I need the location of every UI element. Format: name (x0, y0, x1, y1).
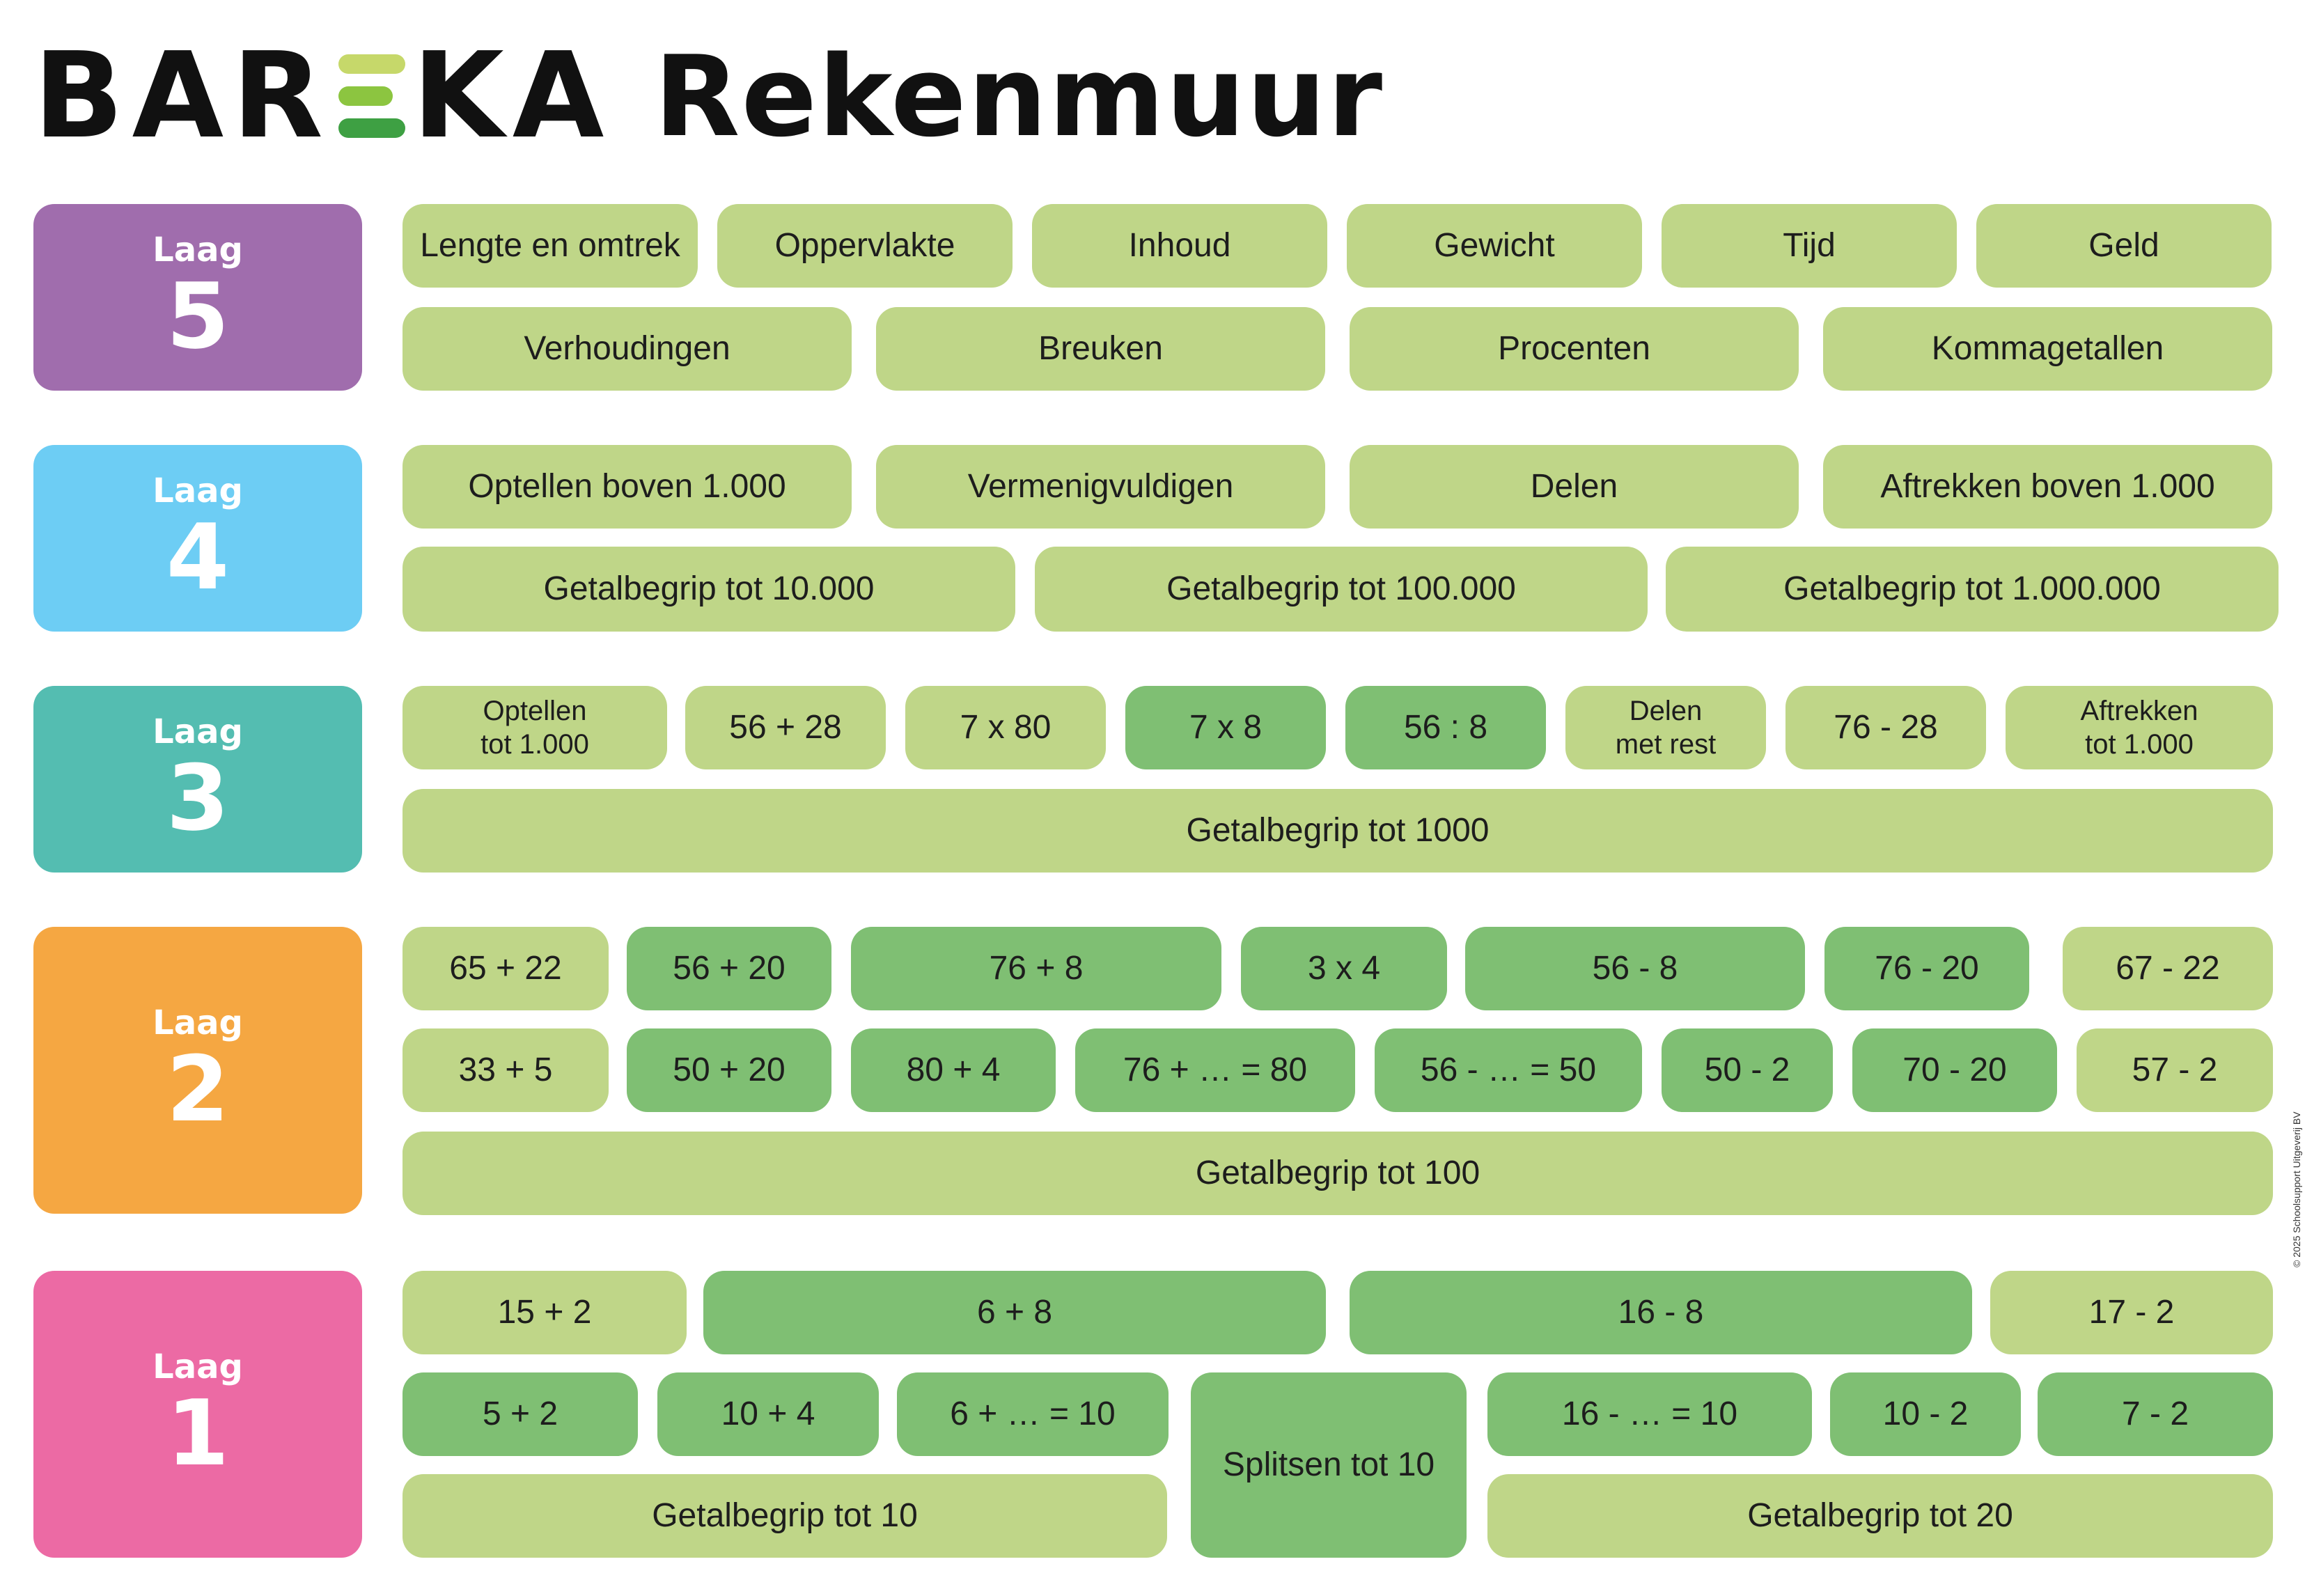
layer-label: Laag (153, 1347, 243, 1386)
brick-7x8[interactable]: 7 x 8 (1125, 686, 1326, 769)
brick-lengte-en-omtrek[interactable]: Lengte en omtrek (403, 204, 698, 288)
brick-67-min-22[interactable]: 67 - 22 (2063, 927, 2273, 1010)
brick-5-plus-2[interactable]: 5 + 2 (403, 1372, 638, 1456)
brick-50-plus-20[interactable]: 50 + 20 (627, 1028, 831, 1112)
brick-6-plus-blank-10[interactable]: 6 + … = 10 (897, 1372, 1169, 1456)
brick-getalbegrip-10000[interactable]: Getalbegrip tot 10.000 (403, 547, 1015, 632)
layer-label: Laag (153, 1003, 243, 1042)
brick-tijd[interactable]: Tijd (1662, 204, 1957, 288)
brick-7x80[interactable]: 7 x 80 (905, 686, 1106, 769)
layer-4-label: Laag 4 (33, 445, 362, 632)
layer-label: Laag (153, 471, 243, 510)
layer-number: 3 (166, 745, 230, 851)
brick-10-plus-4[interactable]: 10 + 4 (657, 1372, 879, 1456)
brick-56-plus-20[interactable]: 56 + 20 (627, 927, 831, 1010)
brick-kommagetallen[interactable]: Kommagetallen (1823, 307, 2272, 391)
brick-16-min-8[interactable]: 16 - 8 (1350, 1271, 1972, 1354)
brick-57-min-2[interactable]: 57 - 2 (2077, 1028, 2273, 1112)
brick-76-plus-8[interactable]: 76 + 8 (851, 927, 1221, 1010)
brick-splitsen-tot-10[interactable]: Splitsen tot 10 (1191, 1372, 1467, 1558)
brick-getalbegrip-20[interactable]: Getalbegrip tot 20 (1487, 1474, 2273, 1558)
brick-getalbegrip-1000[interactable]: Getalbegrip tot 1000 (403, 789, 2273, 873)
brick-getalbegrip-100000[interactable]: Getalbegrip tot 100.000 (1035, 547, 1648, 632)
brick-56-min-blank-50[interactable]: 56 - … = 50 (1375, 1028, 1642, 1112)
brick-gewicht[interactable]: Gewicht (1347, 204, 1642, 288)
brick-65-plus-22[interactable]: 65 + 22 (403, 927, 609, 1010)
brick-17-min-2[interactable]: 17 - 2 (1990, 1271, 2273, 1354)
brick-geld[interactable]: Geld (1976, 204, 2272, 288)
brick-delen[interactable]: Delen (1350, 445, 1799, 529)
layer-5-label: Laag 5 (33, 204, 362, 391)
brick-56-plus-28[interactable]: 56 + 28 (685, 686, 886, 769)
page-title: Rekenmuur (654, 31, 1384, 162)
brick-oppervlakte[interactable]: Oppervlakte (717, 204, 1013, 288)
bareka-logo: BAR KA (33, 37, 612, 155)
brick-delen-met-rest[interactable]: Delen met rest (1565, 686, 1766, 769)
brick-aftrekken-tot-1000[interactable]: Aftrekken tot 1.000 (2006, 686, 2273, 769)
logo-text-left: BAR (33, 27, 332, 165)
brick-10-min-2[interactable]: 10 - 2 (1830, 1372, 2021, 1456)
brick-76-min-28[interactable]: 76 - 28 (1785, 686, 1986, 769)
brick-7-min-2[interactable]: 7 - 2 (2038, 1372, 2273, 1456)
brick-inhoud[interactable]: Inhoud (1032, 204, 1327, 288)
brick-optellen-boven-1000[interactable]: Optellen boven 1.000 (403, 445, 852, 529)
brick-getalbegrip-100[interactable]: Getalbegrip tot 100 (403, 1132, 2273, 1215)
brick-56-div-8[interactable]: 56 : 8 (1345, 686, 1546, 769)
brick-verhoudingen[interactable]: Verhoudingen (403, 307, 852, 391)
brick-procenten[interactable]: Procenten (1350, 307, 1799, 391)
logo-text-right: KA (412, 27, 613, 165)
header: BAR KA Rekenmuur (33, 31, 1384, 162)
layer-1-label: Laag 1 (33, 1271, 362, 1558)
brick-33-plus-5[interactable]: 33 + 5 (403, 1028, 609, 1112)
brick-aftrekken-boven-1000[interactable]: Aftrekken boven 1.000 (1823, 445, 2272, 529)
brick-optellen-tot-1000[interactable]: Optellen tot 1.000 (403, 686, 667, 769)
copyright-text: © 2025 Schoolsupport Uitgeverij BV (2291, 1111, 2302, 1267)
logo-e-icon (338, 54, 406, 138)
brick-76-min-20[interactable]: 76 - 20 (1824, 927, 2029, 1010)
brick-50-min-2[interactable]: 50 - 2 (1662, 1028, 1833, 1112)
layer-number: 1 (166, 1380, 230, 1486)
brick-getalbegrip-1000000[interactable]: Getalbegrip tot 1.000.000 (1666, 547, 2279, 632)
brick-15-plus-2[interactable]: 15 + 2 (403, 1271, 687, 1354)
brick-70-min-20[interactable]: 70 - 20 (1852, 1028, 2057, 1112)
layer-3-label: Laag 3 (33, 686, 362, 873)
brick-6-plus-8[interactable]: 6 + 8 (703, 1271, 1326, 1354)
brick-80-plus-4[interactable]: 80 + 4 (851, 1028, 1056, 1112)
layer-number: 4 (166, 504, 230, 610)
layer-number: 5 (166, 263, 230, 369)
brick-vermenigvuldigen[interactable]: Vermenigvuldigen (876, 445, 1325, 529)
layer-label: Laag (153, 230, 243, 269)
brick-3x4[interactable]: 3 x 4 (1241, 927, 1447, 1010)
layer-2-label: Laag 2 (33, 927, 362, 1214)
brick-getalbegrip-10[interactable]: Getalbegrip tot 10 (403, 1474, 1167, 1558)
layer-label: Laag (153, 712, 243, 751)
brick-breuken[interactable]: Breuken (876, 307, 1325, 391)
layer-number: 2 (166, 1036, 230, 1142)
brick-76-plus-blank-80[interactable]: 76 + … = 80 (1075, 1028, 1355, 1112)
brick-56-min-8[interactable]: 56 - 8 (1465, 927, 1805, 1010)
brick-16-min-blank-10[interactable]: 16 - … = 10 (1487, 1372, 1812, 1456)
